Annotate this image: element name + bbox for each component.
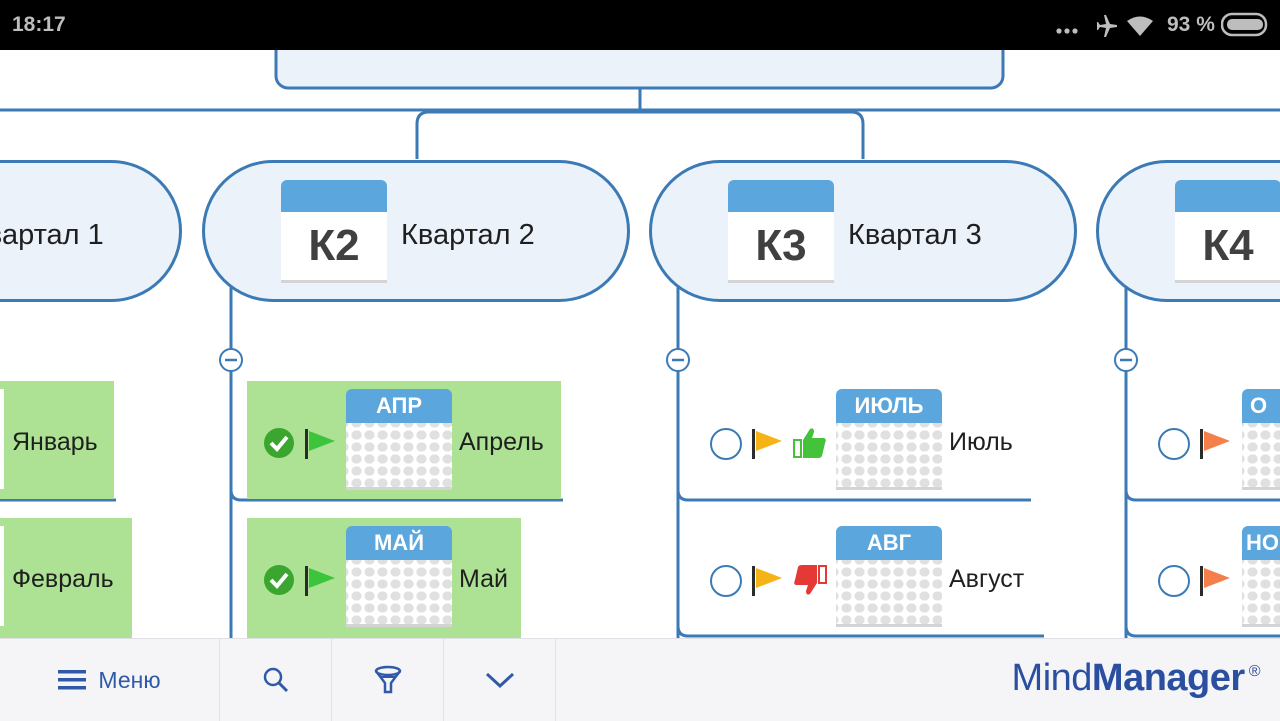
search-icon: [263, 667, 288, 693]
empty-circle-icon[interactable]: [1157, 564, 1191, 598]
quarter-badge: К2: [281, 212, 387, 280]
wifi-icon: [1127, 16, 1153, 36]
quarter-node-4[interactable]: К4: [1096, 160, 1280, 302]
thumbs-up-icon: [793, 428, 826, 458]
calendar-icon: НО: [1242, 526, 1280, 628]
month-label: Февраль: [12, 565, 114, 593]
expand-button[interactable]: [444, 639, 556, 721]
mindmanager-logo: MindManager®: [1011, 657, 1261, 699]
quarter-label: Квартал 3: [848, 219, 982, 251]
month-node-april[interactable]: АПР Апрель: [247, 381, 561, 499]
menu-button[interactable]: Меню: [0, 639, 220, 721]
calendar-icon: О: [1242, 389, 1280, 491]
month-label: Январь: [12, 428, 98, 456]
month-label: Июль: [949, 428, 1013, 456]
calendar-badge-icon: К3: [728, 180, 834, 284]
search-button[interactable]: [220, 639, 332, 721]
yellow-flag-icon: [752, 566, 782, 596]
checkmark-icon: [264, 428, 294, 458]
calendar-icon: АПР: [346, 389, 452, 491]
month-node-july[interactable]: ИЮЛЬ Июль: [694, 381, 1034, 499]
orange-flag-icon: [1200, 566, 1230, 596]
root-node: [274, 50, 1005, 90]
orange-flag-icon: [1200, 429, 1230, 459]
green-flag-icon: [305, 429, 335, 459]
checkmark-icon: [264, 565, 294, 595]
calendar-header: МАЙ: [346, 526, 452, 560]
calendar-header: АВГ: [836, 526, 942, 560]
quarter-label: Квартал 1: [0, 219, 104, 251]
calendar-badge-icon: К4: [1175, 180, 1280, 284]
more-dots-icon: [1056, 28, 1078, 34]
menu-label: Меню: [98, 666, 161, 693]
month-label: Август: [949, 565, 1025, 593]
filter-icon: [374, 665, 401, 694]
calendar-header: АПР: [346, 389, 452, 423]
airplane-mode-icon: [1097, 15, 1117, 37]
quarter-badge: К3: [728, 212, 834, 280]
status-bar: 18:17 93 %: [0, 0, 1280, 50]
month-node-october[interactable]: О: [1142, 381, 1280, 499]
status-time: 18:17: [12, 13, 66, 36]
yellow-flag-icon: [752, 429, 782, 459]
calendar-header: ИЮЛЬ: [836, 389, 942, 423]
quarter-node-3[interactable]: К3 Квартал 3: [649, 160, 1077, 302]
mindmap-canvas[interactable]: Квартал 1 К2 Квартал 2 К3 Квартал 3 К4 Я…: [0, 50, 1280, 638]
month-label: Май: [459, 565, 508, 593]
battery-icon: [1221, 12, 1268, 37]
month-node-november[interactable]: НО: [1142, 518, 1280, 636]
calendar-icon: ИЮЛЬ: [836, 389, 942, 491]
calendar-header: О: [1242, 389, 1280, 423]
quarter-node-2[interactable]: К2 Квартал 2: [202, 160, 630, 302]
quarter-label: Квартал 2: [401, 219, 535, 251]
status-icons: [1056, 15, 1153, 37]
calendar-badge-icon: К2: [281, 180, 387, 284]
battery-percent: 93 %: [1167, 13, 1215, 36]
empty-circle-icon[interactable]: [1157, 427, 1191, 461]
quarter-badge: К4: [1175, 212, 1280, 280]
calendar-icon: МАЙ: [346, 526, 452, 628]
chevron-down-icon: [485, 672, 514, 689]
calendar-header: НО: [1242, 526, 1280, 560]
green-flag-icon: [305, 566, 335, 596]
quarter-node-1[interactable]: Квартал 1: [0, 160, 182, 302]
empty-circle-icon[interactable]: [709, 564, 743, 598]
bottom-toolbar: Меню MindManager®: [0, 638, 1280, 721]
month-node-august[interactable]: АВГ Август: [694, 518, 1044, 636]
month-node-january[interactable]: Январь: [0, 381, 114, 499]
hamburger-icon: [58, 670, 87, 690]
thumbs-down-icon: [794, 565, 827, 595]
calendar-icon: АВГ: [836, 526, 942, 628]
month-node-february[interactable]: Февраль: [0, 518, 132, 638]
filter-button[interactable]: [332, 639, 444, 721]
month-node-may[interactable]: МАЙ Май: [247, 518, 521, 638]
month-label: Апрель: [459, 428, 544, 456]
connector-lines: [0, 50, 1280, 638]
empty-circle-icon[interactable]: [709, 427, 743, 461]
